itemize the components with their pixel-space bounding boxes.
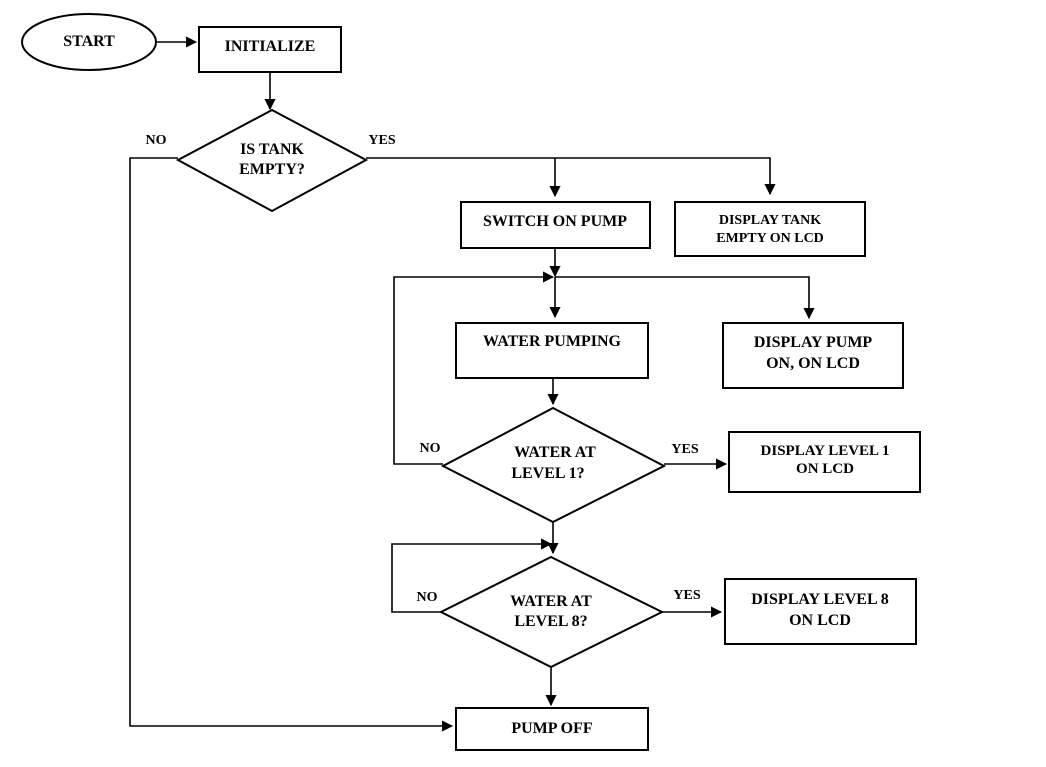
edge-label-tank-no: NO (146, 133, 167, 148)
node-initialize-label: INITIALIZE (225, 38, 316, 55)
node-display-tank-empty-line2: EMPTY ON LCD (716, 231, 824, 246)
edge-label-level8-no: NO (417, 590, 438, 605)
node-is-tank-empty-line2: EMPTY? (239, 161, 305, 178)
node-display-pump-on-line1: DISPLAY PUMP (754, 334, 873, 351)
edge-label-level8-yes: YES (673, 588, 700, 603)
node-water-at-level-1-line1: WATER AT (514, 444, 596, 461)
edge-merge-display-pump (555, 276, 815, 320)
node-switch-on-pump-label: SWITCH ON PUMP (483, 213, 627, 230)
edge-level1-no-loop (393, 271, 555, 465)
node-water-at-level-8: WATER AT LEVEL 8? (438, 555, 665, 669)
edge-level8-no-loop (391, 538, 553, 613)
connectors (129, 36, 815, 732)
edge-label-tank-yes: YES (368, 133, 395, 148)
edge-label-level1-no: NO (420, 441, 441, 456)
node-pump-off-label: PUMP OFF (511, 720, 593, 737)
node-display-level-1: DISPLAY LEVEL 1 ON LCD (728, 431, 921, 493)
node-pump-off: PUMP OFF (455, 707, 649, 751)
node-water-at-level-8-line2: LEVEL 8? (514, 613, 587, 630)
node-is-tank-empty-line1: IS TANK (240, 141, 304, 158)
node-start-label: START (63, 33, 115, 50)
node-water-at-level-1: WATER AT LEVEL 1? (440, 406, 667, 524)
node-display-tank-empty-line1: DISPLAY TANK (719, 213, 821, 228)
node-display-pump-on: DISPLAY PUMP ON, ON LCD (722, 322, 904, 389)
edge-tank-no-pumpoff (129, 157, 454, 732)
node-is-tank-empty: IS TANK EMPTY? (175, 108, 369, 213)
node-initialize: INITIALIZE (198, 26, 342, 73)
node-water-pumping: WATER PUMPING (455, 322, 649, 379)
node-display-tank-empty: DISPLAY TANK EMPTY ON LCD (674, 201, 866, 257)
node-display-level-8-line2: ON LCD (789, 612, 851, 629)
node-display-pump-on-line2: ON, ON LCD (766, 355, 860, 372)
edge-label-level1-yes: YES (671, 442, 698, 457)
node-display-level-1-line1: DISPLAY LEVEL 1 (761, 443, 890, 459)
node-display-level-1-line2: ON LCD (796, 461, 854, 477)
node-water-at-level-1-line2: LEVEL 1? (511, 465, 584, 482)
edge-tank-yes-display (366, 157, 776, 196)
node-display-level-8-line1: DISPLAY LEVEL 8 (751, 591, 889, 608)
node-water-pumping-label: WATER PUMPING (483, 333, 621, 350)
node-switch-on-pump: SWITCH ON PUMP (460, 201, 651, 249)
node-display-level-8: DISPLAY LEVEL 8 ON LCD (724, 578, 917, 645)
node-water-at-level-8-line1: WATER AT (510, 593, 592, 610)
node-start: START (21, 13, 157, 71)
edge-labels: NO YES NO YES NO YES (146, 133, 701, 605)
